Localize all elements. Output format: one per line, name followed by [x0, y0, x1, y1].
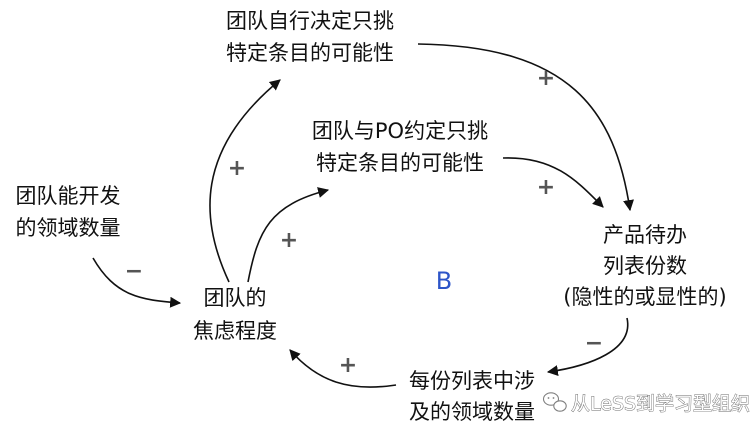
node-team-po-line-1: 团队与PO约定只挑 — [312, 119, 488, 143]
node-anxiety: 团队的 焦虑程度 — [193, 286, 277, 343]
node-per-list-line-1: 每份列表中涉 — [409, 369, 535, 393]
edge-team-choose-to-backlogs — [417, 43, 634, 212]
watermark-text: 从LeSS到学习型组织 — [571, 393, 750, 415]
node-team-choose-line-1: 团队自行决定只挑 — [226, 9, 394, 33]
node-domains-line-2: 的领域数量 — [16, 216, 121, 240]
edge-anxiety-to-team-po — [247, 187, 330, 283]
sign-anxiety-to-team-choose: + — [228, 156, 246, 181]
sign-domains-to-anxiety: − — [125, 259, 143, 284]
edge-per-list-to-anxiety — [289, 349, 397, 388]
node-backlogs: 产品待办 列表份数 (隐性的或显性的) — [563, 223, 726, 309]
wechat-icon — [542, 392, 567, 412]
node-team-choose: 团队自行决定只挑 特定条目的可能性 — [226, 9, 394, 65]
node-domains: 团队能开发 的领域数量 — [16, 184, 121, 240]
node-per-list: 每份列表中涉 及的领域数量 — [409, 369, 535, 424]
node-team-po-line-2: 特定条目的可能性 — [316, 151, 484, 175]
node-backlogs-line-3: (隐性的或显性的) — [563, 285, 726, 309]
edge-domains-to-anxiety — [92, 257, 182, 308]
node-team-po: 团队与PO约定只挑 特定条目的可能性 — [312, 119, 488, 175]
node-backlogs-line-2: 列表份数 — [603, 254, 687, 278]
edge-anxiety-to-team-choose — [209, 79, 281, 283]
sign-team-po-to-backlogs: + — [537, 175, 555, 200]
node-backlogs-line-1: 产品待办 — [603, 223, 687, 247]
node-anxiety-line-1: 团队的 — [204, 286, 267, 310]
watermark: 从LeSS到学习型组织 — [542, 392, 751, 415]
sign-anxiety-to-team-po: + — [280, 228, 298, 253]
loop-label-balancing: B — [436, 267, 452, 295]
sign-backlogs-to-per-list: − — [585, 331, 603, 356]
sign-per-list-to-anxiety: + — [339, 353, 357, 378]
edge-team-po-to-backlogs — [502, 157, 604, 208]
node-anxiety-line-2: 焦虑程度 — [193, 319, 277, 343]
sign-team-choose-to-backlogs: + — [537, 66, 555, 91]
node-per-list-line-2: 及的领域数量 — [409, 400, 535, 424]
node-domains-line-1: 团队能开发 — [16, 184, 121, 208]
node-team-choose-line-2: 特定条目的可能性 — [226, 41, 394, 65]
edge-backlogs-to-per-list — [546, 317, 629, 377]
